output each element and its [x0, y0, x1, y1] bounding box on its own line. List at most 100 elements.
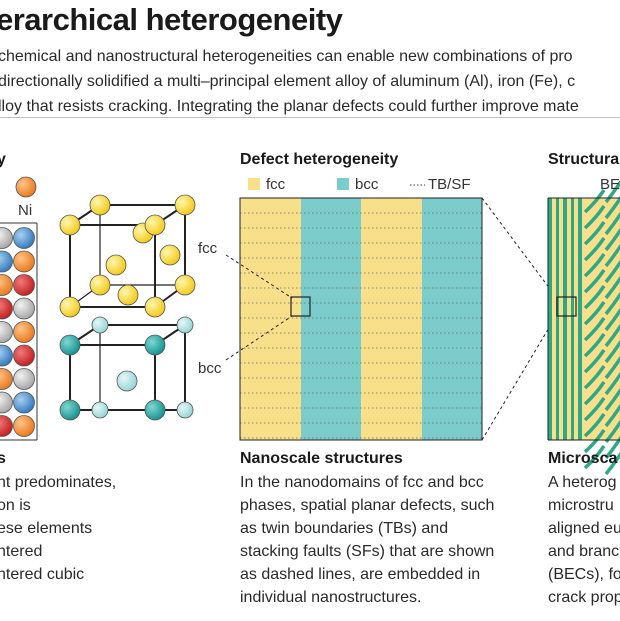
body-line: individual nanostructures.: [240, 589, 422, 606]
fcc-atom: [59, 296, 81, 318]
body-line: as dashed lines, are embedded in: [240, 566, 481, 583]
lattice-atoms: [0, 227, 35, 437]
lattice-atom: [13, 391, 35, 414]
intro-line: lloy that resists cracking. Integrating …: [0, 98, 579, 115]
header-divider: [0, 117, 620, 118]
fcc-atom: [144, 296, 166, 318]
bec-branch: [583, 333, 606, 358]
nanoscale-structure-panel: [239, 197, 483, 441]
bec-branch: [604, 275, 620, 300]
zoom-box: [290, 296, 311, 317]
bcc-callout-label: bcc: [198, 360, 222, 377]
bec-branch: [583, 285, 606, 310]
fcc-atom: [174, 274, 196, 296]
bec-branch: [583, 205, 606, 230]
bec-branch: [583, 301, 606, 326]
ni-legend-label: Ni: [18, 202, 33, 219]
left-panel-subheading: s: [0, 450, 6, 467]
bec-lamella: [578, 198, 582, 440]
bcc-callout-line: [225, 315, 293, 361]
bec-branch: [583, 397, 606, 422]
bec-branch: [604, 451, 620, 476]
figure-title: erarchical heterogeneity: [0, 2, 343, 37]
fcc-atoms: [59, 194, 196, 318]
body-line: nt predominates,: [0, 474, 117, 491]
tbsf-legend-label: TB/SF: [428, 176, 471, 193]
bec-branch: [583, 365, 606, 390]
bcc-atom-back: [91, 401, 109, 419]
bec-branch: [604, 291, 620, 316]
body-line: crack prop: [548, 589, 620, 606]
right-panel-heading: Structura: [548, 151, 620, 168]
bec-branch: [583, 317, 606, 342]
fcc-callout-line: [225, 254, 293, 299]
fcc-band: [240, 198, 301, 440]
bcc-atom-center: [116, 370, 138, 392]
twin-boundary-lines: [240, 212, 482, 439]
bec-branch: [583, 429, 606, 454]
bec-lamella: [548, 198, 552, 440]
bec-branch: [583, 413, 606, 438]
bcc-band: [422, 198, 482, 440]
bcc-atom: [144, 399, 166, 421]
bcc-atom: [59, 399, 81, 421]
bec-branch: [604, 323, 620, 348]
fcc-atom: [89, 194, 111, 216]
bec-branch: [604, 387, 620, 412]
fcc-atom: [59, 214, 81, 236]
bec-branch: [604, 211, 620, 236]
lattice-atom: [13, 344, 35, 367]
bcc-atom: [144, 334, 166, 356]
left-panel-heading: y: [0, 151, 6, 168]
body-line: and branc: [548, 543, 620, 560]
fcc-legend-label: fcc: [266, 176, 286, 193]
body-line: as twin boundaries (TBs) and: [240, 520, 449, 537]
bec-branch: [583, 221, 606, 246]
fcc-atom: [174, 194, 196, 216]
lattice-atom: [13, 227, 35, 249]
body-line: ntered cubic: [0, 566, 85, 583]
zoom-connector-top: [481, 197, 557, 298]
bec-legend-label: BE: [600, 176, 620, 193]
fcc-atom: [117, 284, 139, 306]
zoom-box: [556, 296, 577, 317]
lattice-atom: [13, 415, 35, 437]
bcc-atom-back: [91, 316, 109, 334]
bec-branch: [583, 269, 606, 294]
body-line: (BECs), fo: [548, 566, 620, 583]
body-line: ese elements: [0, 520, 93, 537]
bec-lamella: [571, 198, 574, 440]
middle-panel-heading: Defect heterogeneity: [240, 151, 399, 168]
lattice-atom: [0, 227, 13, 249]
bec-branch: [604, 355, 620, 380]
branched-bec-arcs: [583, 179, 620, 476]
fcc-atom: [105, 254, 127, 276]
fcc-atom: [159, 244, 181, 266]
bcc-atoms: [59, 316, 194, 421]
bec-branch: [583, 349, 606, 374]
right-panel-subheading: Microsca: [548, 450, 618, 467]
bec-branch: [583, 253, 606, 278]
bec-branch: [604, 259, 620, 284]
body-line: A heterog: [548, 474, 617, 491]
bcc-legend-swatch: [337, 178, 349, 190]
bcc-unit-cell: [69, 324, 186, 411]
lattice-atom: [13, 274, 35, 296]
atomic-lattice-grid: [0, 222, 38, 441]
body-line: stacking faults (SFs) that are shown: [240, 543, 495, 560]
lattice-atom: [0, 391, 13, 414]
body-line: In the nanodomains of fcc and bcc: [240, 474, 484, 491]
lattice-atom: [0, 368, 13, 390]
bec-branch: [583, 381, 606, 406]
fcc-band: [361, 198, 422, 440]
left-panel-body: nt predominates, on is ese elements nter…: [0, 471, 116, 586]
body-line: on is: [0, 497, 31, 514]
bec-lamella: [563, 198, 567, 440]
right-panel-body: A heterog microstru aligned eu and branc…: [548, 471, 620, 609]
bcc-atom: [59, 334, 81, 356]
zoom-connector-bottom: [481, 315, 557, 441]
intro-text: chemical and nanostructural heterogeneit…: [0, 44, 579, 119]
bec-branch: [604, 339, 620, 364]
body-line: ntered: [0, 543, 43, 560]
